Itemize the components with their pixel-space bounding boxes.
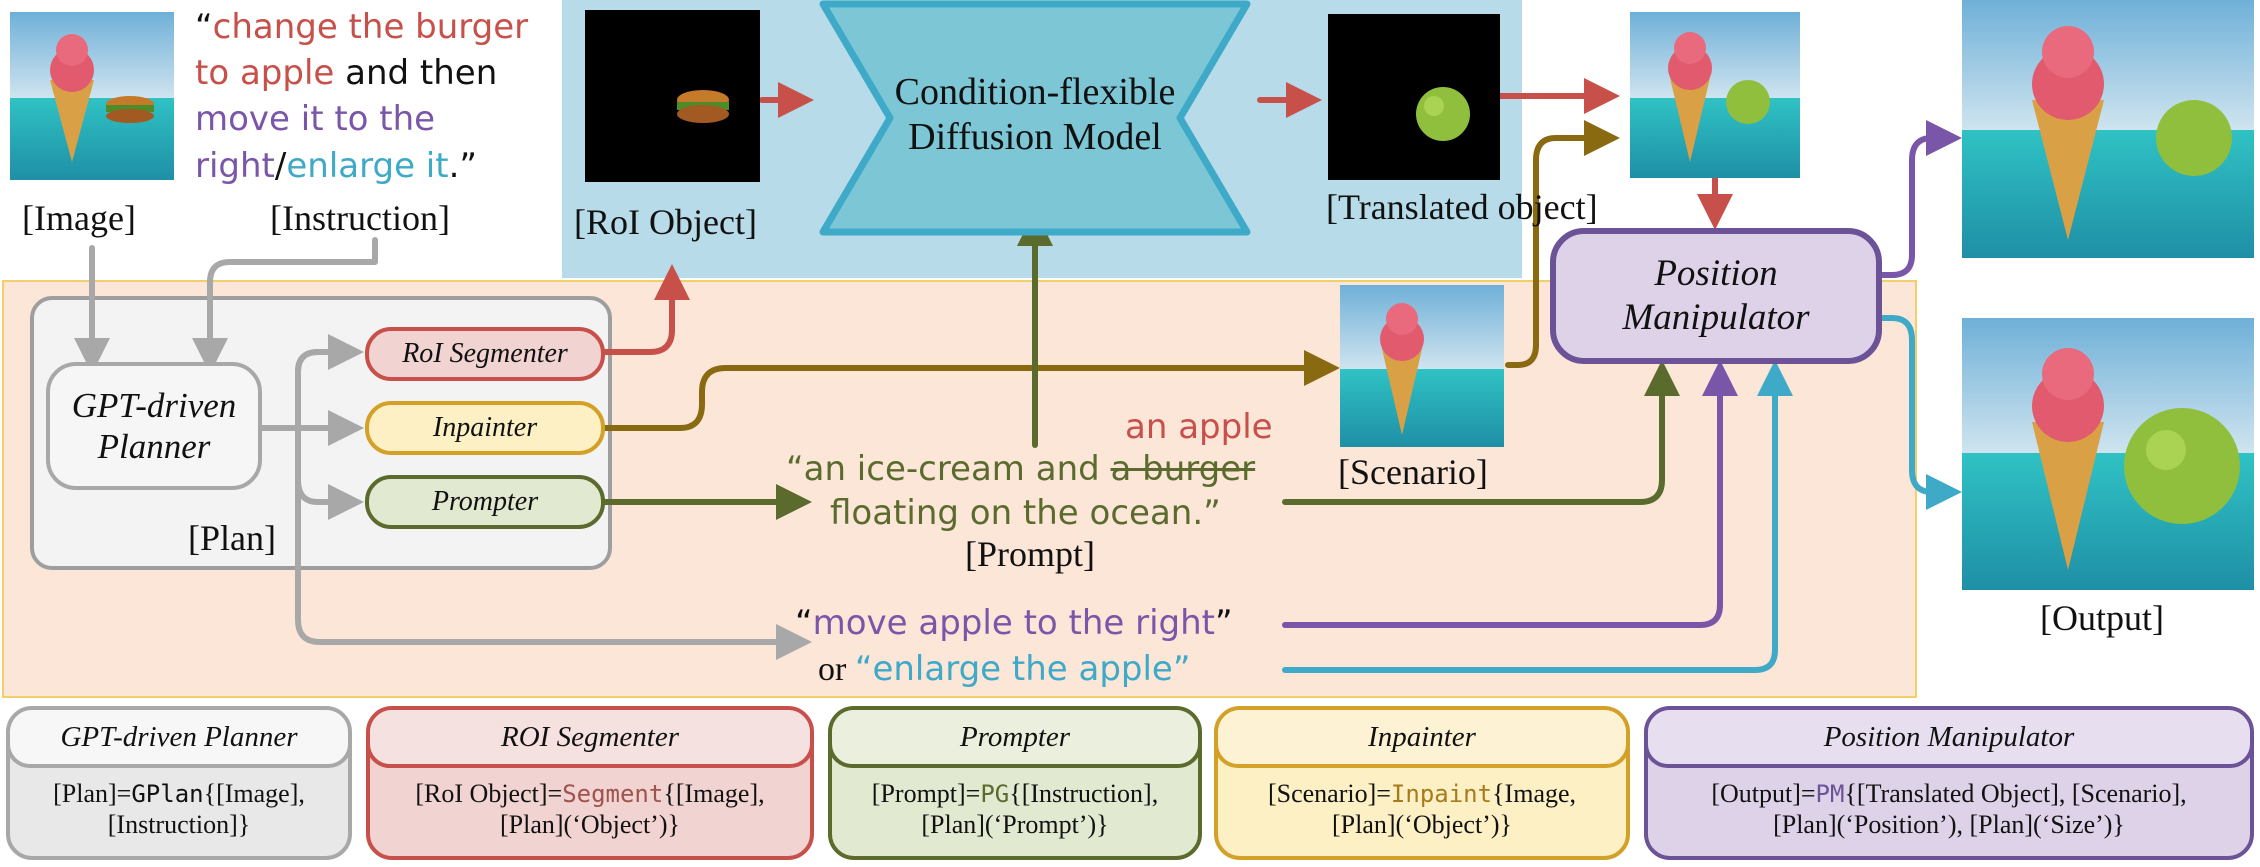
arrow-move-to-pm [1282, 360, 1738, 628]
card-position-manipulator: Position Manipulator [Output]=PM{[Transl… [1644, 706, 2254, 860]
plan-label: [Plan] [188, 518, 276, 558]
card-formula: [RoI Object]=Segment{[Image], [Plan](‘Ob… [415, 779, 765, 840]
card-title: ROI Segmenter [370, 710, 810, 768]
card-title: GPT-driven Planner [10, 710, 348, 768]
move-instruction: “move apple to the right” [795, 603, 1233, 643]
composite-image [1630, 12, 1800, 178]
card-prompter: Prompter [Prompt]=PG{[Instruction], [Pla… [828, 706, 1202, 860]
cone-shape [50, 80, 94, 162]
arrow-inpainter-to-scenario [602, 350, 1340, 431]
output-image-enlarge [1962, 318, 2254, 590]
arrow-planner-to-prompter [295, 477, 364, 520]
output-label: [Output] [2040, 598, 2164, 638]
arrow-prompt-to-pm [1282, 360, 1680, 505]
card-formula: [Scenario]=Inpaint{Image, [Plan](‘Object… [1267, 779, 1577, 840]
card-gpt-planner: GPT-driven Planner [Plan]=GPlan{[Image],… [6, 706, 352, 860]
translated-object-label: [Translated object] [1326, 187, 1598, 227]
prompt-label: [Prompt] [965, 534, 1095, 574]
prompt-replacement: an apple [1125, 407, 1273, 447]
prompt-line2: floating on the ocean.” [830, 493, 1221, 533]
arrow-enlarge-to-pm [1282, 360, 1793, 673]
image-label: [Image] [22, 198, 136, 238]
arrow-scenario-to-composite [1505, 120, 1620, 368]
instruction-label: [Instruction] [270, 198, 450, 238]
card-inpainter: Inpainter [Scenario]=Inpaint{Image, [Pla… [1214, 706, 1630, 860]
enlarge-instruction: or “enlarge the apple” [818, 649, 1191, 689]
diffusion-model-shape [819, 0, 1251, 236]
card-title: Position Manipulator [1648, 710, 2250, 768]
arrow-instruction-to-planner [192, 237, 378, 374]
arrow-pm-to-output2 [1879, 315, 1962, 510]
diffusion-model-label: Condition-flexible Diffusion Model [894, 71, 1176, 158]
prompter-node[interactable]: Prompter [365, 475, 605, 529]
input-image [10, 12, 174, 180]
card-title: Inpainter [1218, 710, 1626, 768]
arrow-planner-to-roi [295, 334, 364, 375]
output-image-move [1962, 0, 2254, 258]
card-title: Prompter [832, 710, 1198, 768]
card-roi-segmenter: ROI Segmenter [RoI Object]=Segment{[Imag… [366, 706, 814, 860]
arrow-pm-to-output1 [1879, 120, 1962, 278]
arrow-roi-to-object [602, 264, 690, 355]
prompt-line1: “an ice-cream and a burger [786, 449, 1256, 489]
instruction-text: “change the burger to apple and then mov… [195, 7, 529, 186]
card-formula: [Output]=PM{[Translated Object], [Scenar… [1711, 779, 2187, 840]
card-formula: [Plan]=GPlan{[Image], [Instruction]} [53, 779, 305, 840]
translated-object-image [1328, 14, 1500, 180]
card-formula: [Prompt]=PG{[Instruction], [Plan](‘Promp… [871, 779, 1159, 840]
scenario-image [1340, 285, 1504, 447]
scenario-label: [Scenario] [1338, 452, 1488, 492]
roi-object-image [585, 10, 760, 182]
inpainter-node[interactable]: Inpainter [365, 401, 605, 455]
roi-object-label: [RoI Object] [574, 202, 757, 242]
roi-segmenter-node[interactable]: RoI Segmenter [365, 327, 605, 381]
